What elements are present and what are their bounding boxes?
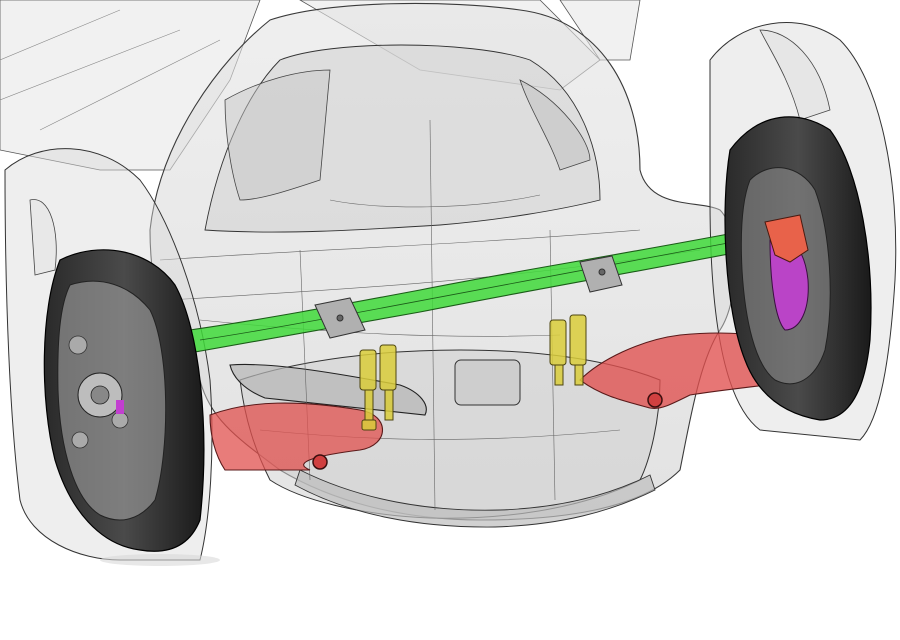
damper-left (359, 344, 397, 431)
rear-body-shell (149, 2, 736, 528)
left-wheel (43, 249, 205, 552)
spring-mount-left (314, 297, 366, 339)
damper-right (549, 314, 587, 386)
plate-recess (454, 359, 521, 406)
spring-mount-right (579, 255, 623, 293)
left-wheel-shadow (100, 554, 220, 566)
lower-arm-right-bushing (647, 392, 663, 408)
lower-arm-left-bushing (312, 454, 328, 470)
right-wheel (724, 116, 872, 421)
lower-arm-left (209, 402, 384, 471)
upright-bracket (764, 214, 809, 263)
